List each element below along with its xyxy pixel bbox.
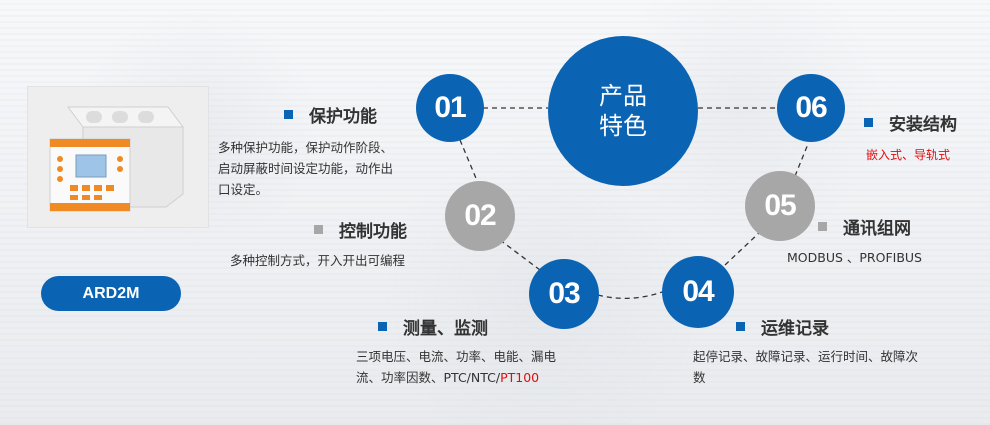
feature-04-number: 04 [682,275,714,308]
feature-01-desc-line: 多种保护功能，保护动作阶段、 [218,140,394,155]
feature-06-title-text: 安装结构 [889,115,957,135]
feature-05-number: 05 [764,189,796,222]
feature-03-desc-line: 流、功率因数、PTC/NTC/PT100 [356,370,540,385]
feature-02-number: 02 [464,199,496,232]
model-button[interactable]: ARD2M [41,276,181,311]
square-bullet-icon [378,322,387,331]
feature-03-desc-line: 三项电压、电流、功率、电能、漏电 [356,349,557,364]
feature-02-description: 多种控制方式，开入开出可编程 [230,250,450,271]
center-line-1: 产品 [599,82,647,110]
square-bullet-icon [736,322,745,331]
feature-05-description: MODBUS 、PROFIBUS [787,247,977,268]
feature-05-circle: 05 [745,171,815,241]
feature-04-desc-line: 起停记录、故障记录、运行时间、故障次 [693,349,919,364]
square-bullet-icon [864,118,873,127]
feature-02-circle: 02 [445,181,515,251]
feature-04-desc-line: 数 [693,370,706,385]
feature-06-number: 06 [795,91,827,124]
feature-02-desc-line: 多种控制方式，开入开出可编程 [230,253,406,268]
center-line-2: 特色 [599,112,647,140]
feature-02-title-text: 控制功能 [339,222,407,242]
feature-06-circle: 06 [777,74,845,142]
feature-04-title-text: 运维记录 [761,319,829,339]
feature-02-title: 控制功能 [314,217,407,242]
square-bullet-icon [314,225,323,234]
feature-01-title: 保护功能 [284,102,377,127]
feature-01-desc-line: 启动屏蔽时间设定功能，动作出 [218,161,394,176]
product-features-center: 产品 特色 [548,36,698,186]
square-bullet-icon [818,222,827,231]
feature-01-circle: 01 [416,74,484,142]
highlight-text: PT100 [500,370,540,385]
feature-05-title-text: 通讯组网 [843,219,911,239]
feature-01-number: 01 [434,91,466,124]
square-bullet-icon [284,110,293,119]
feature-03-description: 三项电压、电流、功率、电能、漏电 流、功率因数、PTC/NTC/PT100 [356,346,596,388]
feature-06-desc-line: 嵌入式、导轨式 [866,148,951,162]
ard2m-device-image [49,106,184,212]
feature-05-desc-line: MODBUS 、PROFIBUS [787,250,922,265]
feature-04-description: 起停记录、故障记录、运行时间、故障次 数 [693,346,958,388]
feature-04-title: 运维记录 [736,314,829,339]
feature-01-desc-line: 口设定。 [218,182,269,197]
feature-06-title: 安装结构 [864,110,957,135]
product-image-frame [27,86,209,228]
feature-01-description: 多种保护功能，保护动作阶段、 启动屏蔽时间设定功能，动作出 口设定。 [218,137,438,200]
feature-05-title: 通讯组网 [818,214,911,239]
feature-03-circle: 03 [529,259,599,329]
feature-01-title-text: 保护功能 [309,107,377,127]
feature-04-circle: 04 [662,256,734,328]
feature-06-description: 嵌入式、导轨式 [866,145,986,166]
feature-03-title-text: 测量、监测 [403,319,488,339]
feature-03-number: 03 [548,277,580,310]
feature-03-title: 测量、监测 [378,314,488,339]
